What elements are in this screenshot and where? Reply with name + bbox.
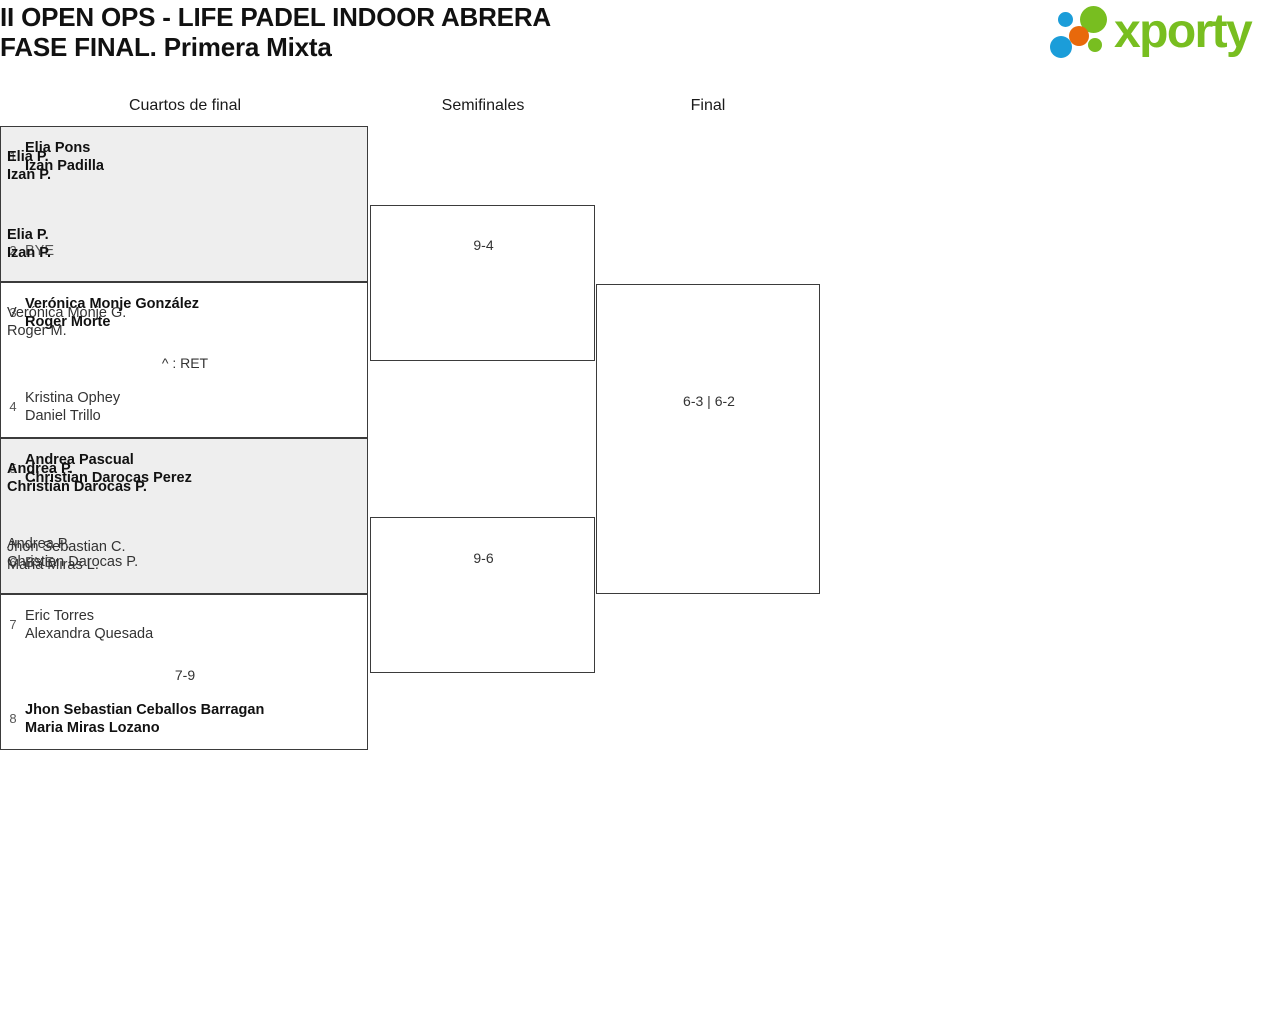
match-quarterfinal-1[interactable]: 1 Elia Pons Izan Padilla 2 BYE bbox=[0, 126, 368, 282]
seed-number: 3 bbox=[9, 305, 17, 320]
match-slot-bottom[interactable]: 6 BYE bbox=[1, 543, 369, 583]
match-final[interactable]: 6-3 | 6-2 bbox=[596, 284, 820, 594]
player-name-1: Elia Pons bbox=[25, 140, 91, 156]
player-name-1: Verónica Monje González bbox=[25, 296, 200, 312]
seed-number: 6 bbox=[9, 555, 17, 570]
player-name-2: Alexandra Quesada bbox=[25, 626, 154, 642]
seed-number: 1 bbox=[9, 149, 17, 164]
player-name-1: Andrea P. bbox=[7, 461, 73, 477]
seed-number: 4 bbox=[9, 399, 17, 414]
player-name-1: Jhon Sebastian Ceballos Barragan bbox=[25, 702, 265, 718]
match-slot-top[interactable]: 3 Verónica Monje González Roger Morte bbox=[1, 293, 369, 333]
xporty-logo[interactable]: xporty bbox=[1048, 4, 1276, 62]
team-name: Verónica Monje González Roger Morte bbox=[25, 295, 199, 331]
title-line-2: FASE FINAL. Primera Mixta bbox=[0, 32, 332, 62]
player-name-2: Christian Darocas P. bbox=[7, 554, 139, 570]
team-name: Andrea Pascual Christian Darocas Perez bbox=[25, 451, 192, 487]
match-slot-bottom[interactable]: 8 Jhon Sebastian Ceballos Barragan Maria… bbox=[1, 699, 369, 739]
player-name-1: Verónica Monje G. bbox=[7, 305, 127, 321]
team-name: BYE bbox=[25, 555, 55, 571]
logo-dot-green-small bbox=[1088, 38, 1102, 52]
semifinal-2-top-team: Andrea P. Christian Darocas P. bbox=[7, 460, 222, 496]
team-name: Eric Torres Alexandra Quesada bbox=[25, 607, 153, 643]
semifinal-1-top-team: Elia P. Izan P. bbox=[7, 148, 222, 184]
player-name-2: Izan P. bbox=[7, 167, 52, 183]
player-name-2: Christian Darocas P. bbox=[7, 479, 147, 495]
player-name-2: Maria Miras L. bbox=[7, 557, 99, 573]
match-slot-bottom[interactable]: 4 Kristina Ophey Daniel Trillo bbox=[1, 387, 369, 427]
player-name-1: Andrea Pascual bbox=[25, 452, 134, 468]
match-score: 9-6 bbox=[473, 550, 494, 566]
player-name-1: Elia P. bbox=[7, 227, 49, 243]
match-slot-top[interactable]: 1 Elia Pons Izan Padilla bbox=[1, 137, 369, 177]
match-score: 7-9 bbox=[174, 667, 196, 683]
match-quarterfinal-4[interactable]: 7 Eric Torres Alexandra Quesada 7-9 8 Jh… bbox=[0, 594, 368, 750]
match-score: 6-3 | 6-2 bbox=[683, 393, 735, 409]
semifinal-1-bottom-team: Verónica Monje G. Roger M. bbox=[7, 304, 222, 340]
player-name-2: Roger M. bbox=[7, 323, 67, 339]
player-name-2: Roger Morte bbox=[25, 314, 111, 330]
final-bottom-team: Andrea P. Christian Darocas P. bbox=[7, 535, 222, 571]
match-score: 9-4 bbox=[473, 237, 494, 253]
team-name: BYE bbox=[25, 243, 55, 259]
team-name: Kristina Ophey Daniel Trillo bbox=[25, 389, 120, 425]
match-slot-top[interactable]: 7 Eric Torres Alexandra Quesada bbox=[1, 605, 369, 645]
match-quarterfinal-3[interactable]: 5 Andrea Pascual Christian Darocas Perez… bbox=[0, 438, 368, 594]
player-name-1: Jhon Sebastian C. bbox=[7, 539, 126, 555]
final-top-team: Elia P. Izan P. bbox=[7, 226, 222, 262]
match-quarterfinal-2[interactable]: 3 Verónica Monje González Roger Morte ^ … bbox=[0, 282, 368, 438]
round-header-quarterfinals: Cuartos de final bbox=[128, 97, 242, 114]
logo-dot-blue-small bbox=[1058, 12, 1073, 27]
logo-wordmark: xporty bbox=[1114, 5, 1253, 58]
team-name: Jhon Sebastian Ceballos Barragan Maria M… bbox=[25, 701, 264, 737]
player-name-1: Elia P. bbox=[7, 149, 49, 165]
player-name-2: Daniel Trillo bbox=[25, 408, 101, 424]
match-semifinal-2[interactable]: 9-6 bbox=[370, 517, 595, 673]
seed-number: 7 bbox=[9, 617, 17, 632]
player-name-1: Andrea P. bbox=[7, 536, 70, 552]
match-slot-top[interactable]: 5 Andrea Pascual Christian Darocas Perez bbox=[1, 449, 369, 489]
player-name-2: Izan Padilla bbox=[25, 158, 104, 174]
seed-number: 8 bbox=[9, 711, 17, 726]
title-line-1: II OPEN OPS - LIFE PADEL INDOOR ABRERA bbox=[0, 2, 551, 32]
match-slot-bottom[interactable]: 2 BYE bbox=[1, 231, 369, 271]
tournament-header: II OPEN OPS - LIFE PADEL INDOOR ABRERA F… bbox=[0, 0, 1280, 90]
page-title: II OPEN OPS - LIFE PADEL INDOOR ABRERA F… bbox=[0, 2, 900, 62]
semifinal-2-bottom-team: Jhon Sebastian C. Maria Miras L. bbox=[7, 538, 222, 574]
round-header-semifinals: Semifinales bbox=[441, 97, 525, 114]
player-name-2: Izan P. bbox=[7, 245, 52, 261]
match-semifinal-1[interactable]: 9-4 bbox=[370, 205, 595, 361]
team-name: Elia Pons Izan Padilla bbox=[25, 139, 104, 175]
player-name-2: Maria Miras Lozano bbox=[25, 720, 160, 736]
logo-dot-blue-large bbox=[1050, 36, 1072, 58]
player-name-1: Kristina Ophey bbox=[25, 390, 121, 406]
seed-number: 5 bbox=[9, 461, 17, 476]
seed-number: 2 bbox=[9, 243, 17, 258]
player-name-2: Christian Darocas Perez bbox=[25, 470, 192, 486]
logo-dots-icon bbox=[1048, 4, 1116, 62]
round-header-final: Final bbox=[690, 97, 726, 114]
player-name-1: Eric Torres bbox=[25, 608, 95, 624]
logo-dot-orange bbox=[1069, 26, 1089, 46]
match-score: ^ : RET bbox=[161, 355, 209, 371]
